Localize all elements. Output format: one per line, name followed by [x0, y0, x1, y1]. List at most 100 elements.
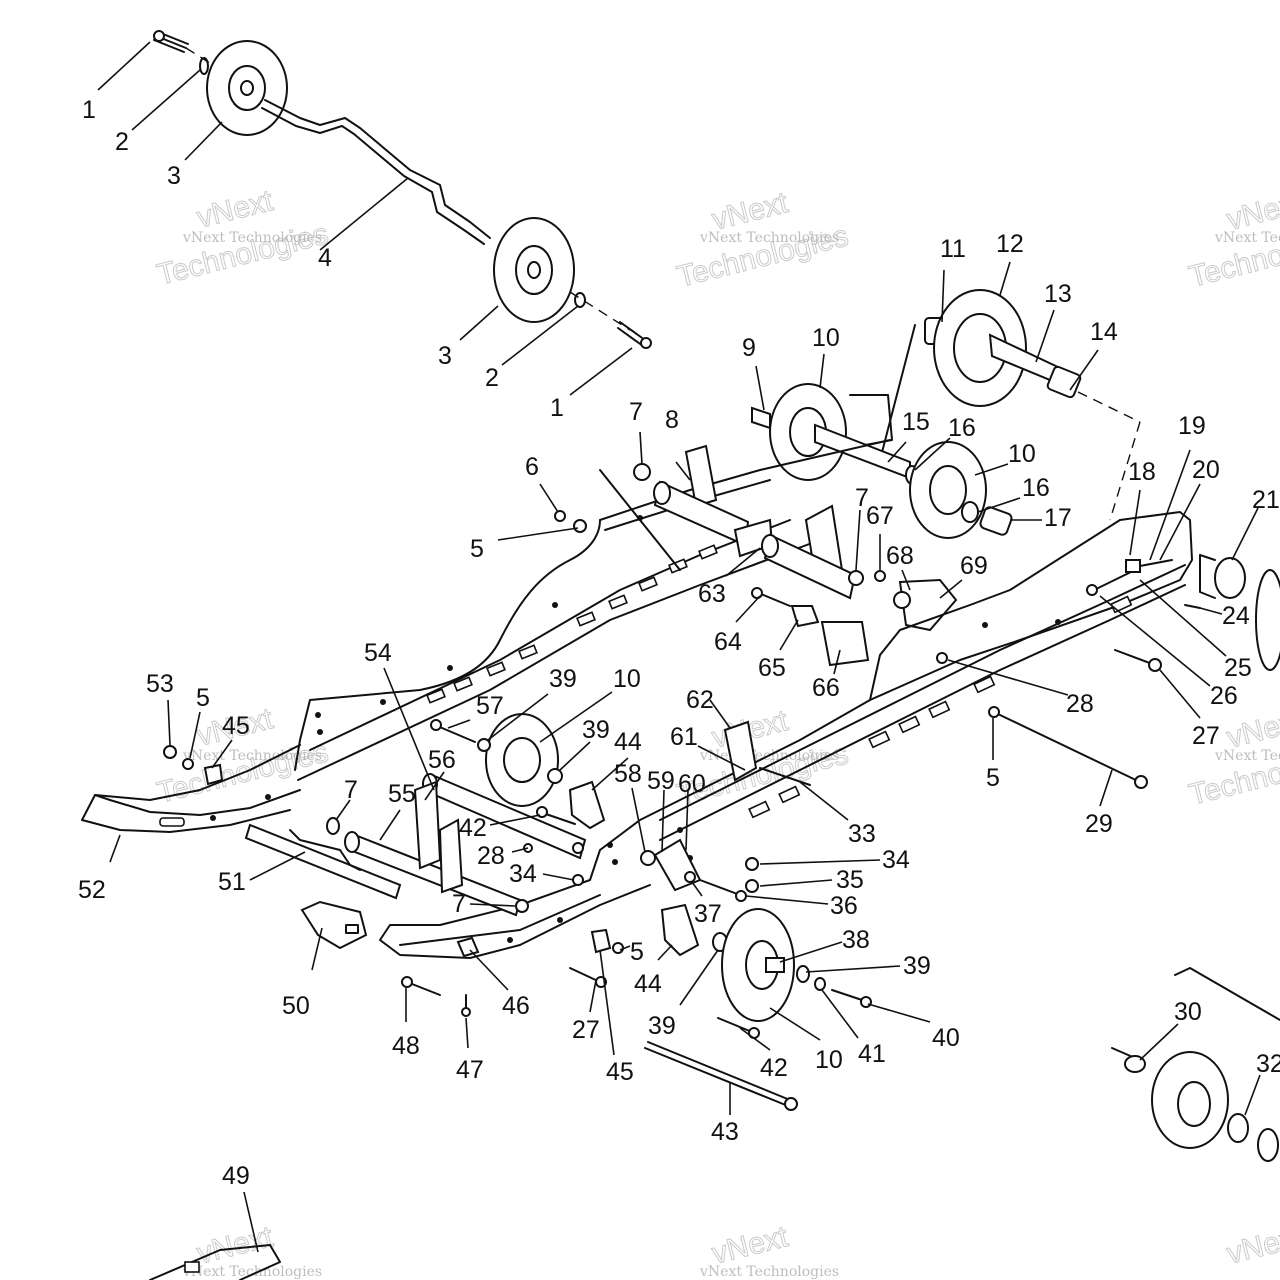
leader-line: [631, 787, 646, 853]
callout-label: 57: [476, 692, 504, 720]
leader-line: [1139, 579, 1227, 657]
clip-part: [456, 936, 480, 958]
leader-line: [1139, 1023, 1179, 1061]
leader-line: [661, 789, 665, 853]
nut-part: [684, 871, 696, 883]
watermark-large: Technologies: [154, 217, 332, 291]
washer-part: [961, 501, 979, 523]
washer-part: [988, 706, 1000, 718]
callout-label: 40: [932, 1024, 960, 1052]
rail-slot: [898, 715, 921, 734]
callout-label: 10: [812, 324, 840, 352]
bolt-part: [617, 321, 646, 347]
leader-line: [805, 965, 901, 973]
pivot-bracket: [568, 780, 606, 830]
rail-edge: [659, 584, 1186, 841]
leader-line: [657, 944, 673, 961]
rail-front-tip: [81, 744, 301, 833]
callout-label: 45: [222, 712, 250, 740]
callout-label: 45: [606, 1058, 634, 1086]
rail-hole: [380, 699, 386, 705]
leader-line: [469, 949, 509, 991]
callout-label: 61: [670, 723, 698, 751]
washer-part: [574, 292, 586, 308]
leader-line: [319, 177, 409, 251]
rail-outline: [379, 511, 1193, 959]
bolt-part: [1114, 649, 1156, 666]
leader-line: [685, 789, 689, 851]
bolt-head: [784, 1097, 798, 1111]
callout-label: 32: [1256, 1050, 1280, 1078]
callout-label: 17: [1044, 504, 1072, 532]
idler-wheel-edge: [1255, 569, 1280, 671]
leader-line: [779, 619, 799, 651]
leader-line: [887, 441, 907, 463]
bolt-part: [759, 767, 811, 786]
mount-bracket: [684, 444, 718, 508]
rail-bumper: [345, 924, 359, 934]
leader-line: [489, 814, 541, 826]
alignment-line: [1077, 391, 1141, 423]
idler-wheel: [1151, 1051, 1229, 1149]
rail-slot: [453, 676, 473, 692]
leader-line: [599, 949, 615, 1056]
callout-label: 24: [1222, 602, 1250, 630]
callout-label: 30: [1174, 998, 1202, 1026]
alignment-line: [569, 291, 631, 331]
long-bolt: [647, 1041, 791, 1101]
leader-line: [469, 903, 516, 907]
leader-line: [691, 881, 703, 897]
rail-hole: [317, 729, 323, 735]
bolt-part: [434, 724, 476, 743]
nut-part: [572, 874, 584, 886]
callout-label: 29: [1085, 810, 1113, 838]
washer-part: [515, 899, 529, 913]
right-rail: [379, 511, 1280, 959]
bent-axle: [261, 107, 485, 245]
idler-wheel: [721, 908, 795, 1022]
callout-label: 43: [711, 1118, 739, 1146]
callout-label: 27: [572, 1016, 600, 1044]
callout-label: 41: [858, 1040, 886, 1068]
rail-slot: [868, 730, 891, 749]
washer-part: [796, 965, 810, 983]
idler-wheel-hub: [503, 737, 541, 783]
bolt-head: [1134, 775, 1148, 789]
leader-line: [639, 431, 643, 465]
callout-label: 67: [866, 502, 894, 530]
callout-label: 10: [613, 665, 641, 693]
callout-label: 59: [647, 767, 675, 795]
leader-line: [501, 305, 579, 366]
clip-part: [590, 928, 612, 954]
callout-label: 18: [1128, 458, 1156, 486]
leader-dash: [879, 324, 916, 461]
leader-line: [249, 851, 306, 881]
rail-hole: [677, 827, 683, 833]
rail-hole: [607, 842, 613, 848]
leader-line: [559, 741, 591, 771]
bolt-head: [860, 996, 872, 1008]
idler-wheel-hub: [929, 465, 967, 515]
rail-slot: [638, 576, 658, 592]
leader-line: [1099, 769, 1113, 807]
idler-wheel-bore: [240, 80, 254, 96]
spacer-part: [1214, 557, 1246, 599]
rail-outline: [869, 519, 1121, 701]
bolt-head: [751, 587, 763, 599]
callout-label: 28: [1066, 690, 1094, 718]
leader-line: [1244, 1074, 1261, 1116]
nut-part: [936, 652, 948, 664]
leader-line: [459, 305, 499, 341]
rail-hole: [507, 937, 513, 943]
callout-label: 27: [1192, 722, 1220, 750]
leader-line: [855, 509, 861, 571]
rail-outline: [294, 519, 601, 771]
bolt-head: [153, 30, 165, 42]
callout-label: 7: [452, 890, 466, 918]
idler-wheel-bore: [527, 261, 541, 279]
callout-label: 49: [222, 1162, 250, 1190]
stop-block-bumper: [893, 591, 911, 609]
rail-hole: [265, 794, 271, 800]
snap-ring: [1257, 1128, 1279, 1162]
idler-wheel: [206, 40, 288, 136]
